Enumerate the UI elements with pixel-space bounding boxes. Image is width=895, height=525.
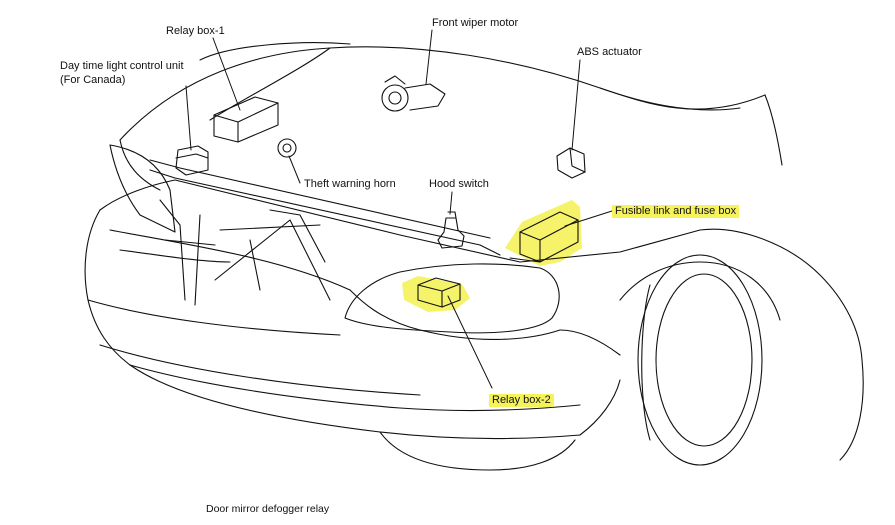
leader-relay-box-2 [447,295,493,389]
caption-door-mirror-defogger-relay: Door mirror defogger relay [206,503,330,515]
front-wiper-motor [381,75,446,112]
leader-relay-box-1 [212,37,241,111]
label-hood-switch: Hood switch [429,178,489,190]
label-front-wiper-motor: Front wiper motor [432,17,519,29]
hood [119,42,783,191]
leader-theft-warning-horn [288,155,301,184]
relay-box-1 [213,96,279,143]
day-time-light-control-unit [175,145,209,176]
label-theft-warning-horn: Theft warning horn [304,178,396,190]
label-relay-box-2: Relay box-2 [489,394,554,407]
relay-box-2 [417,277,461,308]
car-body [84,179,864,471]
leader-lines [185,29,613,389]
engine-bay-frame [119,159,501,306]
leader-fusible-link [564,210,613,227]
leader-front-wiper-motor [425,29,433,85]
label-fusible-link-fuse-box: Fusible link and fuse box [612,205,740,218]
abs-actuator [556,147,586,179]
hood-switch [437,211,465,249]
label-abs-actuator: ABS actuator [577,46,642,58]
leader-abs-actuator [571,59,581,151]
fuse-box-highlight [505,200,582,266]
leader-day-time-light [185,85,192,151]
headlights [109,144,560,334]
leader-hood-switch [449,191,453,215]
theft-warning-horn [277,138,297,158]
label-day-time-light-line1: Day time light control unit [60,60,184,72]
fusible-link-fuse-box [509,211,579,263]
label-relay-box-1: Relay box-1 [166,25,225,37]
label-day-time-light-line2: (For Canada) [60,74,126,86]
front-wheel [637,254,763,466]
